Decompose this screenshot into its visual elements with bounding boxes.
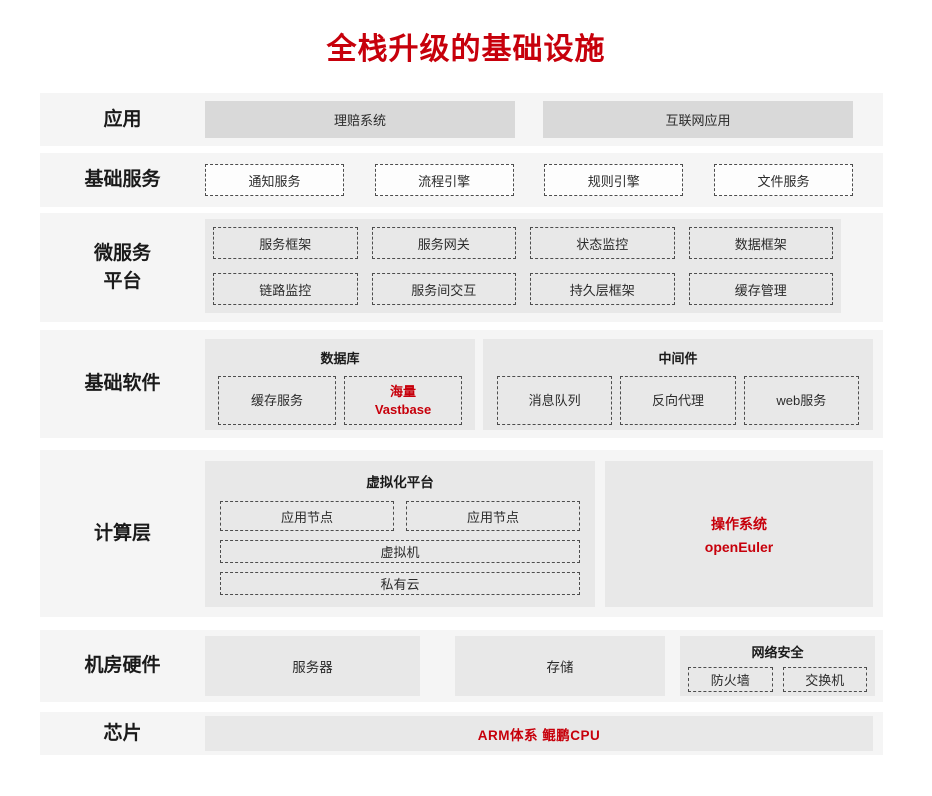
middleware-container: 中间件 消息队列 反向代理 web服务 xyxy=(483,339,873,430)
box-cache-service: 缓存服务 xyxy=(218,376,336,425)
box-storage: 存储 xyxy=(455,636,665,696)
vastbase-line: Vastbase xyxy=(374,401,432,417)
row-base-services: 基础服务 通知服务 流程引擎 规则引擎 文件服务 xyxy=(40,153,883,207)
row-microservice-platform: 微服务 平台 服务框架 服务网关 状态监控 数据框架 链路监控 服务间交互 持久… xyxy=(40,213,883,322)
diagram: 应用 理赔系统 互联网应用 基础服务 通知服务 流程引擎 规则引擎 文件服务 微… xyxy=(40,93,883,755)
row-label-line: 平台 xyxy=(103,270,142,292)
box-virtual-machine: 虚拟机 xyxy=(220,540,580,563)
box-firewall: 防火墙 xyxy=(688,667,773,692)
middleware-boxes: 消息队列 反向代理 web服务 xyxy=(497,376,859,425)
box-web-service: web服务 xyxy=(743,376,859,425)
chip-highlight: ARM体系 鲲鹏CPU xyxy=(477,727,601,743)
network-security-header: 网络安全 xyxy=(751,645,804,660)
box-rule-engine: 规则引擎 xyxy=(544,164,684,196)
box-process-engine: 流程引擎 xyxy=(374,164,514,196)
box-internet-app: 互联网应用 xyxy=(543,101,853,138)
box-app-node-2: 应用节点 xyxy=(406,501,580,531)
base-services-boxes: 通知服务 流程引擎 规则引擎 文件服务 xyxy=(205,153,883,207)
row-datacenter-hardware: 机房硬件 服务器 存储 网络安全 防火墙 交换机 xyxy=(40,630,883,702)
box-notification-service: 通知服务 xyxy=(205,164,344,196)
box-persistence-framework: 持久层框架 xyxy=(530,273,675,305)
database-boxes: 缓存服务 海量 Vastbase xyxy=(218,376,462,425)
microservice-container: 服务框架 服务网关 状态监控 数据框架 链路监控 服务间交互 持久层框架 缓存管… xyxy=(205,219,841,313)
row-application: 应用 理赔系统 互联网应用 xyxy=(40,93,883,146)
row-compute-layer: 计算层 虚拟化平台 应用节点 应用节点 虚拟机 私有云 操作系统 openEul… xyxy=(40,450,883,617)
box-switch: 交换机 xyxy=(782,667,867,692)
box-vastbase: 海量 Vastbase xyxy=(344,376,462,425)
box-chip: ARM体系 鲲鹏CPU xyxy=(205,716,873,751)
box-status-monitoring: 状态监控 xyxy=(530,227,675,259)
box-service-gateway: 服务网关 xyxy=(371,227,516,259)
box-server: 服务器 xyxy=(205,636,420,696)
os-name: openEuler xyxy=(704,538,774,555)
box-file-service: 文件服务 xyxy=(713,164,853,196)
microservice-platform-content: 服务框架 服务网关 状态监控 数据框架 链路监控 服务间交互 持久层框架 缓存管… xyxy=(205,213,883,322)
microservice-row-2: 链路监控 服务间交互 持久层框架 缓存管理 xyxy=(213,273,833,305)
box-cache-management: 缓存管理 xyxy=(688,273,833,305)
row-label-chip: 芯片 xyxy=(103,722,142,744)
row-label-line: 微服务 xyxy=(93,242,151,264)
row-label-base-software: 基础软件 xyxy=(84,373,161,395)
box-reverse-proxy: 反向代理 xyxy=(620,376,736,425)
box-app-node-1: 应用节点 xyxy=(220,501,394,531)
box-service-framework: 服务框架 xyxy=(213,227,358,259)
box-data-framework: 数据框架 xyxy=(688,227,833,259)
database-container: 数据库 缓存服务 海量 Vastbase xyxy=(205,339,475,430)
chip-content: ARM体系 鲲鹏CPU xyxy=(205,712,883,755)
virtualization-nodes: 应用节点 应用节点 xyxy=(220,501,580,531)
network-security-boxes: 防火墙 交换机 xyxy=(688,667,867,692)
virtualization-container: 虚拟化平台 应用节点 应用节点 虚拟机 私有云 xyxy=(205,461,595,607)
row-chip: 芯片 ARM体系 鲲鹏CPU xyxy=(40,712,883,755)
vastbase-line: 海量 xyxy=(389,383,416,399)
network-security-container: 网络安全 防火墙 交换机 xyxy=(680,636,875,696)
row-label-compute-layer: 计算层 xyxy=(93,522,151,544)
os-label: 操作系统 xyxy=(711,515,767,532)
os-container: 操作系统 openEuler xyxy=(605,461,873,607)
box-link-monitoring: 链路监控 xyxy=(213,273,358,305)
application-boxes: 理赔系统 互联网应用 xyxy=(205,93,883,146)
row-label-microservice-platform: 微服务 平台 xyxy=(40,213,205,322)
microservice-row-1: 服务框架 服务网关 状态监控 数据框架 xyxy=(213,227,833,259)
database-header: 数据库 xyxy=(320,351,360,366)
row-label-base-services: 基础服务 xyxy=(84,169,161,191)
datacenter-hardware-content: 服务器 存储 网络安全 防火墙 交换机 xyxy=(205,630,883,702)
page-title: 全栈升级的基础设施 xyxy=(326,33,606,66)
virtualization-header: 虚拟化平台 xyxy=(366,475,434,490)
box-service-interaction: 服务间交互 xyxy=(371,273,516,305)
base-software-content: 数据库 缓存服务 海量 Vastbase 中间件 消息队列 反向代理 web服务 xyxy=(205,330,883,438)
box-claims-system: 理赔系统 xyxy=(205,101,515,138)
compute-layer-content: 虚拟化平台 应用节点 应用节点 虚拟机 私有云 操作系统 openEuler xyxy=(205,450,883,617)
row-base-software: 基础软件 数据库 缓存服务 海量 Vastbase 中间件 消息队列 反向代理 … xyxy=(40,330,883,438)
box-message-queue: 消息队列 xyxy=(497,376,613,425)
row-label-datacenter-hardware: 机房硬件 xyxy=(84,655,161,677)
box-private-cloud: 私有云 xyxy=(220,572,580,595)
row-label-application: 应用 xyxy=(103,108,142,130)
middleware-header: 中间件 xyxy=(658,351,698,366)
